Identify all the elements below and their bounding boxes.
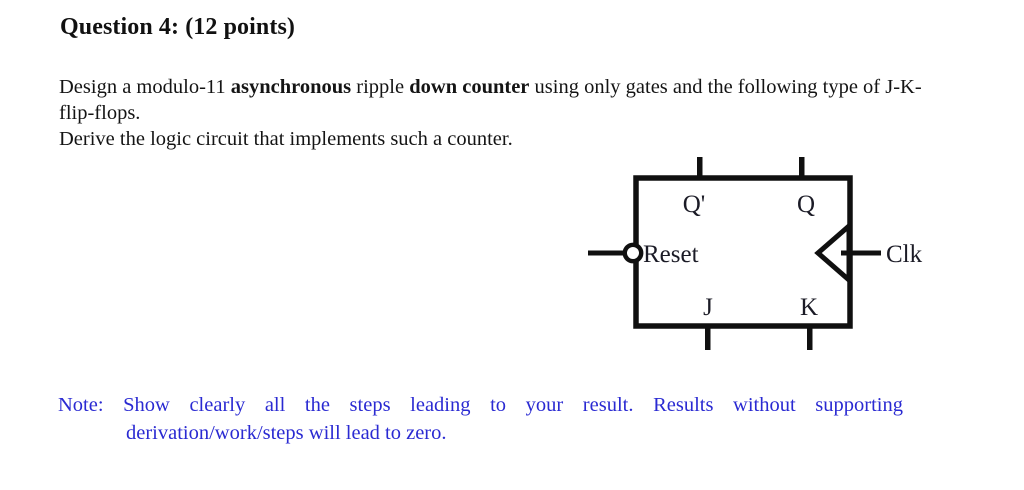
label-clk: Clk xyxy=(886,241,923,268)
bottom-pin-left-stub xyxy=(705,326,711,350)
note-line-1: Note: Show clearly all the steps leading… xyxy=(58,394,903,416)
top-pin-right-stub xyxy=(799,157,805,180)
label-q-not: Q' xyxy=(683,191,706,218)
clk-input-wire xyxy=(841,250,881,256)
emphasis-run: asynchronous xyxy=(230,76,352,98)
derive-instruction-paragraph: Derive the logic circuit that implements… xyxy=(59,128,513,150)
note-block: Note: Show clearly all the steps leading… xyxy=(58,391,903,447)
jk-flip-flop-diagram: Q' Q Reset J K Clk xyxy=(575,148,975,358)
bottom-pin-right-stub xyxy=(807,326,813,350)
text-run: Design a modulo-11 xyxy=(59,76,231,98)
emphasis-run: down counter xyxy=(409,76,530,98)
label-q: Q xyxy=(797,191,815,218)
top-pin-left-stub xyxy=(697,157,703,180)
question-statement-paragraph: Design a modulo-11 asynchronous ripple d… xyxy=(59,74,949,126)
text-run: ripple xyxy=(351,76,410,98)
paragraph-1-rich-text: Design a modulo-11 asynchronous ripple d… xyxy=(59,76,922,124)
reset-inverting-bubble-icon xyxy=(622,242,644,264)
label-k: K xyxy=(800,294,818,321)
page-title: Question 4: (12 points) xyxy=(60,14,295,40)
label-j: J xyxy=(703,294,713,321)
reset-input-wire xyxy=(588,250,628,256)
note-line-2: derivation/work/steps will lead to zero. xyxy=(126,422,447,444)
flip-flop-body-box xyxy=(633,175,853,329)
text-run: using only gates and the following type … xyxy=(59,76,922,124)
label-reset: Reset xyxy=(643,241,699,268)
